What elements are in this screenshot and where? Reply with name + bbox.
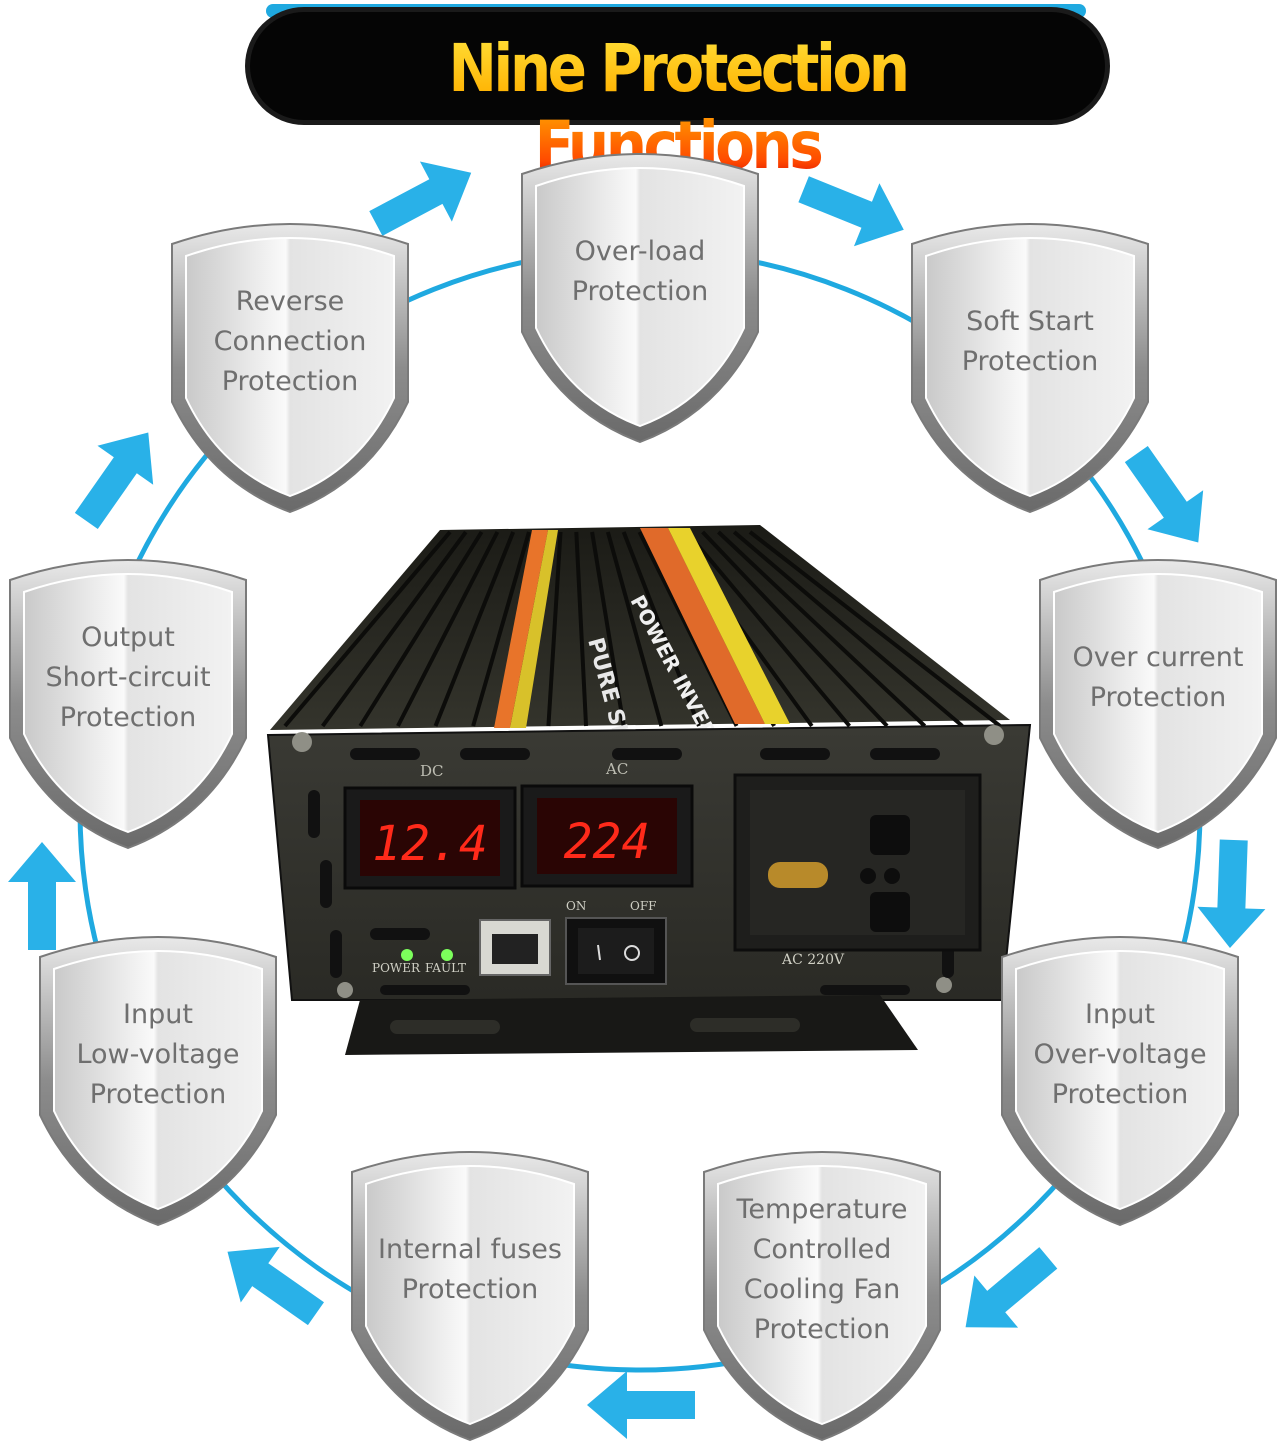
cooling-rib	[621, 531, 701, 727]
vent-slot	[380, 985, 470, 995]
socket-hole	[870, 815, 910, 855]
flow-arrow-icon	[965, 1247, 1058, 1328]
shield-temperature	[703, 1151, 941, 1442]
switch-on-label: ON	[566, 899, 586, 913]
cooling-rib	[732, 530, 964, 728]
cooling-rib	[717, 530, 927, 728]
shield-face	[535, 167, 745, 428]
power-led-label: POWER	[372, 961, 421, 975]
shields-group	[9, 153, 1277, 1442]
shield-reverse-connection	[171, 223, 409, 514]
inverter-device: PURE SINE INVERTER POWER INVERTER DC AC …	[266, 525, 1032, 1055]
ac-voltage-readout: 224	[564, 814, 651, 870]
cooling-rib	[701, 530, 889, 728]
mounting-foot	[345, 995, 918, 1055]
cooling-rib	[433, 531, 516, 727]
vent-slot	[870, 748, 940, 760]
cooling-rib	[605, 531, 664, 727]
vent-slot	[308, 790, 320, 838]
power-led	[401, 949, 413, 961]
cooling-rib	[574, 531, 589, 727]
flow-arrow-icon	[587, 1371, 695, 1439]
fault-led-label: FAULT	[425, 961, 466, 975]
cooling-rib	[358, 530, 484, 728]
vent-slot	[320, 860, 332, 908]
cooling-rib	[396, 531, 500, 727]
cooling-rib	[471, 531, 531, 727]
flow-arrow-icon	[8, 842, 76, 950]
shield-input-low-voltage	[39, 936, 277, 1227]
socket-hole	[860, 868, 876, 884]
vent-slot	[370, 928, 430, 940]
shield-face	[925, 237, 1135, 498]
dc-label: DC	[420, 762, 444, 780]
shield-face	[53, 950, 263, 1211]
shield-face	[1053, 573, 1263, 834]
shield-input-over-voltage	[1001, 936, 1239, 1227]
title-banner: Nine Protection Functions	[250, 12, 1105, 184]
cooling-rib	[685, 530, 852, 728]
flow-arrow-icon	[798, 176, 904, 247]
dc-voltage-readout: 12.4	[372, 816, 488, 872]
shield-soft-start	[911, 223, 1149, 514]
flow-arrow-icon	[227, 1246, 324, 1326]
dc-display	[360, 800, 500, 876]
cooling-ribs	[283, 530, 1002, 728]
shield-over-current	[1039, 559, 1277, 850]
switch-off-label: OFF	[630, 899, 657, 913]
shield-face	[365, 1165, 575, 1426]
shield-face	[23, 573, 233, 834]
flow-arrow-icon	[1197, 839, 1266, 948]
socket-label: AC 220V	[781, 952, 845, 968]
shield-face	[1015, 950, 1225, 1211]
shield-face	[717, 1165, 927, 1426]
vent-slot	[460, 748, 530, 760]
socket-pin	[768, 862, 828, 888]
flow-arrow-icon	[1124, 446, 1204, 543]
ac-display	[537, 798, 677, 874]
switch-off-mark	[624, 945, 640, 961]
cooling-rib	[590, 531, 626, 727]
flow-arrow-icon	[74, 432, 154, 529]
socket-hole	[884, 868, 900, 884]
vent-slot	[612, 748, 682, 760]
rj45-socket	[492, 934, 538, 964]
cooling-rib	[283, 530, 452, 728]
shield-over-load	[521, 153, 759, 444]
fault-led	[441, 949, 453, 961]
foot-slot-left	[390, 1020, 500, 1034]
cooling-rib	[321, 530, 468, 728]
vent-slot	[820, 985, 910, 995]
screw	[337, 982, 353, 998]
orange-stripe	[494, 530, 548, 728]
vent-slot	[760, 748, 830, 760]
arrows-group	[8, 161, 1266, 1439]
orange-stripe-right	[640, 528, 765, 724]
screw	[936, 977, 952, 993]
shield-internal-fuses	[351, 1151, 589, 1442]
screw	[984, 725, 1004, 745]
yellow-stripe-left	[510, 530, 558, 728]
flow-arrow-icon	[369, 161, 472, 236]
switch-on-mark	[597, 944, 601, 961]
vent-slot	[330, 930, 342, 978]
shield-face	[185, 237, 395, 498]
cooling-rib	[748, 530, 1002, 728]
foot-slot-right	[690, 1018, 800, 1032]
cooling-rib	[546, 531, 563, 727]
power-switch-rocker[interactable]	[578, 928, 654, 974]
socket-hole	[870, 892, 910, 932]
vent-slot	[350, 748, 420, 760]
shield-output-short-circuit	[9, 559, 247, 850]
ac-label: AC	[605, 760, 628, 778]
screw	[292, 732, 312, 752]
yellow-stripe-right	[668, 528, 790, 724]
